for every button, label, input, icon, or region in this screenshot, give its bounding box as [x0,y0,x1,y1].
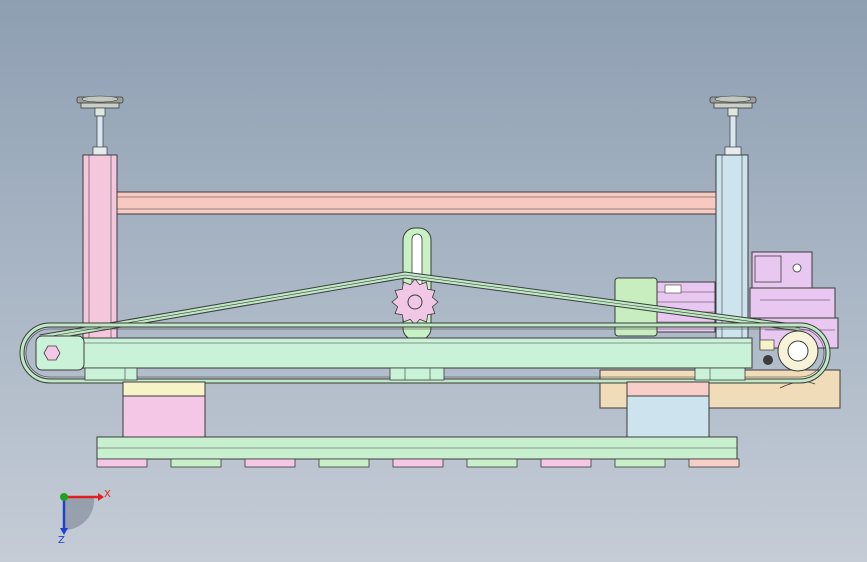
sprocket-hub [407,294,423,310]
right-column[interactable] [715,154,749,341]
base-foot [170,458,222,468]
conveyor-frame[interactable] [35,335,753,371]
axis-x-label: X [104,489,111,500]
right-pedestal[interactable] [626,381,710,438]
support-rollers[interactable] [84,367,746,381]
base-frame[interactable] [96,436,738,460]
base-foot [540,458,592,468]
left-leveling-foot-icon[interactable] [76,95,124,157]
right-leveling-foot-icon[interactable] [709,95,757,157]
base-foot [614,458,666,468]
pulley-icon[interactable] [759,330,819,372]
sprocket-icon[interactable] [391,278,439,326]
base-foot [688,458,740,468]
left-pedestal[interactable] [122,381,206,438]
left-column[interactable] [82,154,118,341]
drive-belt-upper[interactable] [39,271,801,342]
coordinate-triad-icon: X Z [58,489,111,546]
base-foot [466,458,518,468]
base-feet [96,458,740,468]
base-foot [392,458,444,468]
conveyor-belt-loop[interactable] [19,322,831,384]
base-foot [96,458,148,468]
base-foot [244,458,296,468]
axis-z-label: Z [58,535,65,546]
crossbar-beam[interactable] [111,191,723,215]
base-foot [318,458,370,468]
